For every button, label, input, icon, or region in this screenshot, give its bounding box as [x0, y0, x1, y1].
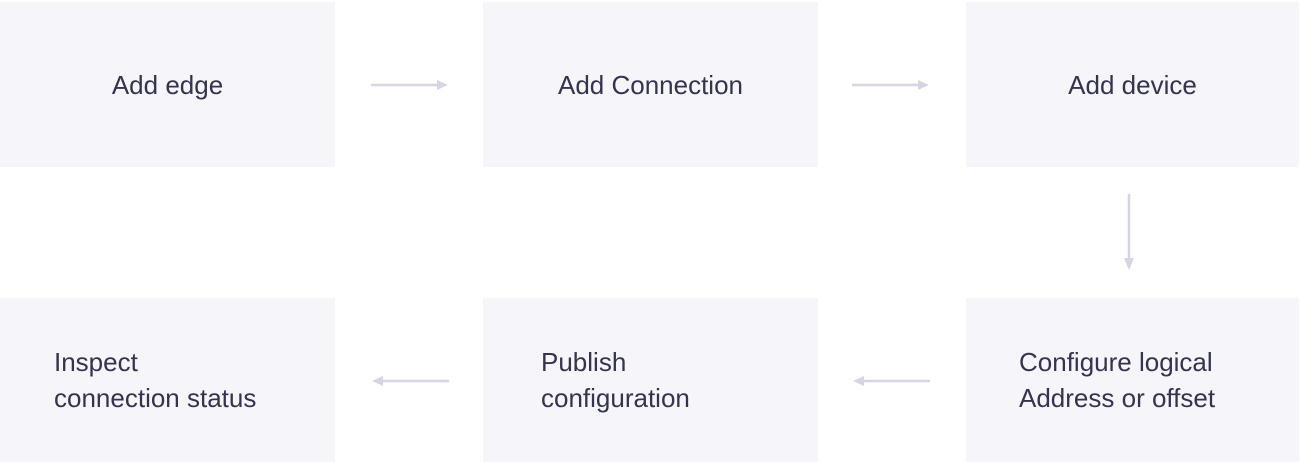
step-add-connection: Add Connection — [483, 2, 818, 167]
step-label-configure-address: Configure logical Address or offset — [1019, 347, 1216, 413]
arrow-left-icon — [372, 376, 449, 386]
arrow-right-icon — [852, 80, 929, 90]
arrow-left-icon — [853, 376, 930, 386]
step-label-inspect-status: Inspect connection status — [54, 347, 257, 413]
step-label-add-connection: Add Connection — [557, 69, 744, 100]
step-publish-configuration: Publish configuration — [483, 298, 818, 462]
step-label-add-edge: Add edge — [111, 69, 224, 100]
step-configure-address: Configure logical Address or offset — [966, 298, 1299, 462]
step-label-add-device: Add device — [1068, 69, 1197, 100]
step-label-publish-configuration: Publish configuration — [541, 347, 690, 413]
arrow-down-icon — [1124, 194, 1134, 270]
step-add-device: Add device — [966, 2, 1299, 167]
step-add-edge: Add edge — [0, 2, 335, 167]
step-inspect-status: Inspect connection status — [0, 298, 335, 462]
arrow-right-icon — [371, 80, 448, 90]
